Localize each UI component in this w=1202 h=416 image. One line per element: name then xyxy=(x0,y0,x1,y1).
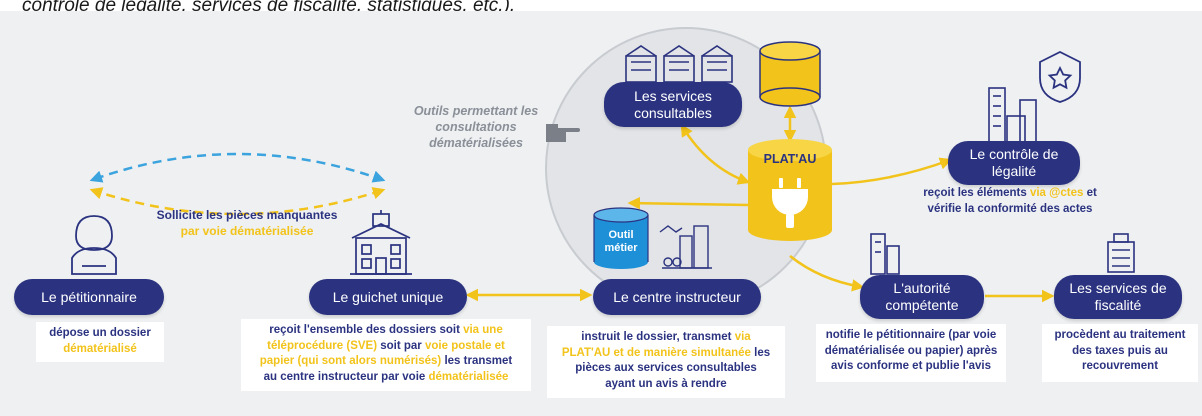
actor-label: Le pétitionnaire xyxy=(41,288,137,305)
arrow-platau-controle xyxy=(831,157,953,186)
desc-highlight: PLAT'AU et de manière simultanée xyxy=(561,346,755,359)
desc-line: PLAT'AU et de manière simultanée les xyxy=(552,346,780,362)
desc-line: reçoit l'ensemble des dossiers soit via … xyxy=(246,323,526,339)
desc-line: téléprocédure (SVE) soit par voie postal… xyxy=(246,339,526,355)
arrow-platau-autorite xyxy=(789,255,865,292)
desc-guichet: reçoit l'ensemble des dossiers soit via … xyxy=(241,319,531,391)
actor-label: consultables xyxy=(634,104,712,121)
desc-highlight: via @ctes xyxy=(1029,187,1087,199)
autorite-tower-icon xyxy=(870,233,900,275)
desc-line: recouvrement xyxy=(1047,359,1193,375)
tools-note-line: consultations xyxy=(435,120,517,134)
request-note: Sollicite les pièces manquantes par voie… xyxy=(132,208,362,239)
desc-line: des taxes puis au xyxy=(1047,344,1193,360)
desc-line: avis conforme et publie l'avis xyxy=(821,359,1001,375)
tower-icon xyxy=(988,87,1037,145)
actor-services-consultables: Les services consultables xyxy=(604,82,742,127)
database-icon xyxy=(759,41,821,107)
outil-metier-line: métier xyxy=(604,242,638,254)
pointing-hand-icon xyxy=(546,124,580,142)
actor-label: Le centre instructeur xyxy=(613,288,741,305)
outil-metier-label: Outil métier xyxy=(594,229,648,255)
desc-text: dépose un dossier xyxy=(49,327,151,339)
office-icon xyxy=(1107,233,1135,273)
actor-label: L'autorité xyxy=(893,280,951,296)
tools-note-line: Outils permettant les xyxy=(413,104,539,118)
actor-label: Les services de xyxy=(1069,280,1167,296)
tools-note: Outils permettant les consultations déma… xyxy=(406,103,546,151)
actor-controle: Le contrôle de légalité xyxy=(948,141,1080,185)
desc-text: soit par xyxy=(380,339,425,352)
platau-database xyxy=(748,139,832,241)
desc-text: procèdent au traitement xyxy=(1054,329,1186,341)
desc-highlight: voie postale et xyxy=(424,339,505,352)
desc-text: dématérialisée ou papier) après xyxy=(824,344,998,357)
desc-line: au centre instructeur par voie dématéria… xyxy=(246,370,526,386)
actor-label: fiscalité xyxy=(1094,297,1142,313)
desc-highlight: dématérialisée xyxy=(428,370,509,383)
city-icon xyxy=(659,225,712,269)
police-badge-icon xyxy=(1039,50,1081,103)
town-hall-icon xyxy=(350,210,412,275)
request-arc-yellow xyxy=(89,187,386,216)
desc-line: notifie le pétitionnaire (par voie xyxy=(821,328,1001,344)
desc-highlight: via une xyxy=(463,324,503,336)
desc-autorite: notifie le pétitionnaire (par voie dématé… xyxy=(816,324,1006,382)
desc-highlight: via xyxy=(734,331,751,343)
desc-text: et xyxy=(1086,187,1097,199)
desc-highlight: téléprocédure (SVE) xyxy=(267,339,381,352)
desc-text: pièces aux services consultables xyxy=(575,362,757,374)
desc-text: reçoit les éléments xyxy=(923,187,1030,199)
desc-petitionnaire: dépose un dossier dématérialisé xyxy=(36,322,164,362)
arrow-platau-services xyxy=(680,123,751,185)
desc-line: vérifie la conformité des actes xyxy=(900,202,1120,218)
platau-label: PLAT'AU xyxy=(763,152,817,166)
desc-line: procèdent au traitement xyxy=(1047,328,1193,344)
outil-metier-database xyxy=(593,207,649,269)
desc-text: vérifie la conformité des actes xyxy=(927,202,1093,215)
desc-text: des taxes puis au xyxy=(1072,344,1168,357)
desc-text: les xyxy=(754,346,771,359)
desc-line: dématérialisé xyxy=(41,342,159,358)
desc-text: ayant un avis à rendre xyxy=(605,377,727,390)
actor-label: légalité xyxy=(991,163,1037,179)
desc-highlight: dématérialisé xyxy=(63,342,137,355)
desc-line: ayant un avis à rendre xyxy=(552,377,780,393)
actor-label: Le contrôle de xyxy=(969,146,1059,162)
request-line-2: par voie dématérialisée xyxy=(180,223,314,238)
desc-highlight: papier (qui sont alors numérisés) xyxy=(259,355,445,367)
arrow-platau-outil xyxy=(627,196,749,210)
buildings-icon xyxy=(625,45,733,83)
actor-guichet: Le guichet unique xyxy=(309,279,467,315)
desc-text: avis conforme et publie l'avis xyxy=(831,360,991,372)
desc-text: recouvrement xyxy=(1081,360,1159,372)
actor-fiscalite: Les services de fiscalité xyxy=(1054,275,1182,319)
person-icon xyxy=(71,215,117,275)
actor-petitionnaire: Le pétitionnaire xyxy=(14,279,164,315)
actor-label: Les services xyxy=(634,87,712,104)
plug-icon xyxy=(772,178,808,228)
actor-centre: Le centre instructeur xyxy=(593,279,761,315)
desc-line: reçoit les éléments via @ctes et xyxy=(900,186,1120,202)
desc-text: notifie le pétitionnaire (par voie xyxy=(825,329,997,341)
request-arc-blue xyxy=(89,152,386,183)
desc-line: dématérialisée ou papier) après xyxy=(821,344,1001,360)
desc-text: au centre instructeur par voie xyxy=(263,370,429,383)
desc-fiscalite: procèdent au traitement des taxes puis au… xyxy=(1042,324,1198,382)
actor-autorite: L'autorité compétente xyxy=(860,275,984,319)
actor-label: compétente xyxy=(885,297,959,313)
desc-text: les transmet xyxy=(444,355,513,367)
desc-line: papier (qui sont alors numérisés) les tr… xyxy=(246,354,526,370)
request-line-1: Sollicite les pièces manquantes xyxy=(156,208,338,222)
outil-metier-line: Outil xyxy=(608,229,634,241)
desc-text: reçoit l'ensemble des dossiers soit xyxy=(269,324,464,336)
actor-label: Le guichet unique xyxy=(332,288,444,305)
desc-line: dépose un dossier xyxy=(41,326,159,342)
desc-text: instruit le dossier, transmet xyxy=(581,331,735,343)
desc-line: instruit le dossier, transmet via xyxy=(552,330,780,346)
tools-note-line: dématérialisées xyxy=(429,136,523,150)
desc-line: pièces aux services consultables xyxy=(552,361,780,377)
